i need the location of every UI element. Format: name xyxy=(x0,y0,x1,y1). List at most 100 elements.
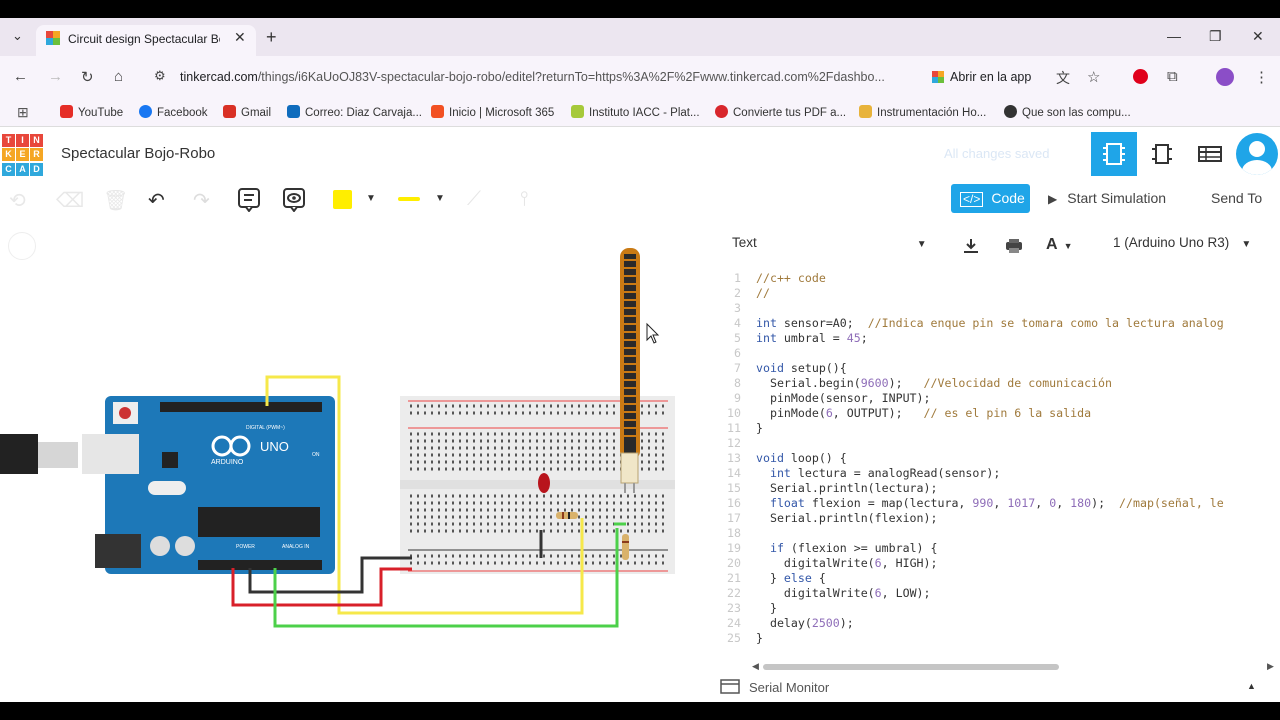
code-line[interactable]: 1//c++ code xyxy=(727,271,1224,286)
color-dropdown-icon[interactable]: ▼ xyxy=(366,193,376,204)
zoom-fit-button[interactable] xyxy=(8,232,36,260)
bookmark-iacc[interactable]: Instituto IACC - Plat... xyxy=(571,105,700,119)
bookmark-microsoft365[interactable]: Inicio | Microsoft 365 xyxy=(431,105,554,119)
new-tab-button[interactable]: + xyxy=(266,27,277,47)
undo-icon[interactable]: ↶ xyxy=(148,190,165,212)
code-line[interactable]: 24 delay(2500); xyxy=(727,616,1224,631)
serial-expand-icon[interactable]: ▲ xyxy=(1247,681,1256,691)
scroll-left-icon[interactable]: ◀ xyxy=(752,661,759,671)
circuit-view-button[interactable] xyxy=(1091,132,1137,176)
code-line[interactable]: 22 digitalWrite(6, LOW); xyxy=(727,586,1224,601)
flip-icon[interactable]: ⟋ xyxy=(467,188,481,210)
save-status: All changes saved xyxy=(944,146,1050,161)
browser-menu-icon[interactable]: ⋮ xyxy=(1254,69,1269,86)
code-line[interactable]: 6 xyxy=(727,346,1224,361)
minimize-icon[interactable]: — xyxy=(1167,28,1181,44)
code-line[interactable]: 8 Serial.begin(9600); //Velocidad de com… xyxy=(727,376,1224,391)
wire-dropdown-icon[interactable]: ▼ xyxy=(435,193,445,204)
code-line[interactable]: 12 xyxy=(727,436,1224,451)
green-wire[interactable] xyxy=(273,528,619,628)
site-info-icon[interactable]: ⚙ xyxy=(154,68,166,83)
code-line[interactable]: 21 } else { xyxy=(727,571,1224,586)
line-number: 4 xyxy=(734,316,741,330)
notes-button[interactable] xyxy=(236,186,262,217)
code-line[interactable]: 19 if (flexion >= umbral) { xyxy=(727,541,1224,556)
code-line[interactable]: 11} xyxy=(727,421,1224,436)
code-mode-select[interactable]: Text▼ xyxy=(732,235,927,250)
tab-close-icon[interactable]: ✕ xyxy=(234,29,246,45)
sensor-resistor[interactable] xyxy=(622,534,629,560)
home-icon[interactable]: ⌂ xyxy=(114,68,124,85)
window-close-icon[interactable]: ✕ xyxy=(1252,28,1264,44)
apps-grid-icon[interactable]: ⊞ xyxy=(17,104,29,120)
restore-icon[interactable]: ❐ xyxy=(1209,28,1222,44)
open-in-app-button[interactable]: Abrir en la app xyxy=(950,70,1032,84)
rotate-icon[interactable]: ⟲ xyxy=(9,190,26,212)
send-to-button[interactable]: Send To xyxy=(1211,190,1263,206)
font-size-button[interactable]: A▼ xyxy=(1046,236,1073,253)
bookmark-youtube[interactable]: YouTube xyxy=(60,105,123,119)
schematic-view-button[interactable] xyxy=(1139,132,1185,176)
bookmark-computadoras[interactable]: Que son las compu... xyxy=(1004,105,1131,119)
code-line[interactable]: 9 pinMode(sensor, INPUT); xyxy=(727,391,1224,406)
redo-icon[interactable]: ↷ xyxy=(193,190,210,212)
mirror-icon[interactable]: ⫯ xyxy=(520,188,529,210)
code-line[interactable]: 16 float flexion = map(lectura, 990, 101… xyxy=(727,496,1224,511)
browser-tab[interactable] xyxy=(36,25,256,56)
forward-icon[interactable]: → xyxy=(48,68,63,85)
start-simulation-button[interactable]: ▶Start Simulation xyxy=(1048,190,1167,206)
user-avatar[interactable] xyxy=(1236,133,1278,175)
led[interactable] xyxy=(538,473,550,493)
bookmark-facebook[interactable]: Facebook xyxy=(139,105,208,119)
download-button[interactable] xyxy=(962,237,980,260)
project-title[interactable]: Spectacular Bojo-Robo xyxy=(61,145,216,162)
url-field[interactable]: tinkercad.com/things/i6KaUoOJ83V-spectac… xyxy=(180,70,885,84)
led-resistor[interactable] xyxy=(556,512,578,519)
bookmark-gmail[interactable]: Gmail xyxy=(223,105,271,119)
library-button[interactable] xyxy=(1004,237,1024,260)
code-line[interactable]: 23 } xyxy=(727,601,1224,616)
wire-type-swatch[interactable] xyxy=(398,197,420,201)
bookmark-star-icon[interactable]: ☆ xyxy=(1087,69,1101,86)
translate-icon[interactable]: 文 xyxy=(1056,70,1070,86)
bookmark-outlook[interactable]: Correo: Diaz Carvaja... xyxy=(287,105,422,119)
circuit-canvas[interactable]: ARDUINO UNO DIGITAL (PWM~) ANALOG IN POW… xyxy=(0,228,720,702)
back-icon[interactable]: ← xyxy=(13,68,28,85)
component-list-button[interactable] xyxy=(1187,132,1233,176)
black-wire[interactable] xyxy=(248,556,412,594)
trash-icon[interactable]: 🗑 xyxy=(103,190,129,212)
tinkercad-logo[interactable]: T I N K E R C A D xyxy=(2,134,44,176)
code-line[interactable]: 2// xyxy=(727,286,1224,301)
delete-disabled-icon[interactable]: ⌫ xyxy=(56,190,85,212)
code-line[interactable]: 18 xyxy=(727,526,1224,541)
code-line[interactable]: 10 pinMode(6, OUTPUT); // es el pin 6 la… xyxy=(727,406,1224,421)
code-line[interactable]: 15 Serial.println(lectura); xyxy=(727,481,1224,496)
code-button[interactable]: </>Code xyxy=(951,184,1030,213)
red-wire[interactable] xyxy=(231,567,412,607)
color-swatch[interactable] xyxy=(333,190,352,209)
opera-icon[interactable] xyxy=(1133,69,1148,84)
horizontal-scrollbar[interactable] xyxy=(763,664,1059,670)
profile-avatar[interactable] xyxy=(1216,68,1234,86)
extensions-icon[interactable]: ⧉ xyxy=(1167,68,1178,85)
serial-monitor-button[interactable]: Serial Monitor xyxy=(749,680,830,695)
code-line[interactable]: 25} xyxy=(727,631,1224,646)
bookmark-pdf[interactable]: Convierte tus PDF a... xyxy=(715,105,846,119)
scroll-right-icon[interactable]: ▶ xyxy=(1267,661,1274,671)
bookmark-instrumentacion[interactable]: Instrumentación Ho... xyxy=(859,105,986,119)
tab-list-chevron-icon[interactable]: ⌄ xyxy=(12,28,23,43)
code-line[interactable]: 20 digitalWrite(6, HIGH); xyxy=(727,556,1224,571)
code-line[interactable]: 14 int lectura = analogRead(sensor); xyxy=(727,466,1224,481)
toggle-notes-button[interactable] xyxy=(281,186,307,217)
reload-icon[interactable]: ↻ xyxy=(81,69,94,86)
yellow-wire[interactable] xyxy=(265,375,584,615)
board-select[interactable]: 1 (Arduino Uno R3)▼ xyxy=(1113,235,1252,250)
code-line[interactable]: 3 xyxy=(727,301,1224,316)
code-token: 6 xyxy=(874,586,882,600)
code-line[interactable]: 17 Serial.println(flexion); xyxy=(727,511,1224,526)
